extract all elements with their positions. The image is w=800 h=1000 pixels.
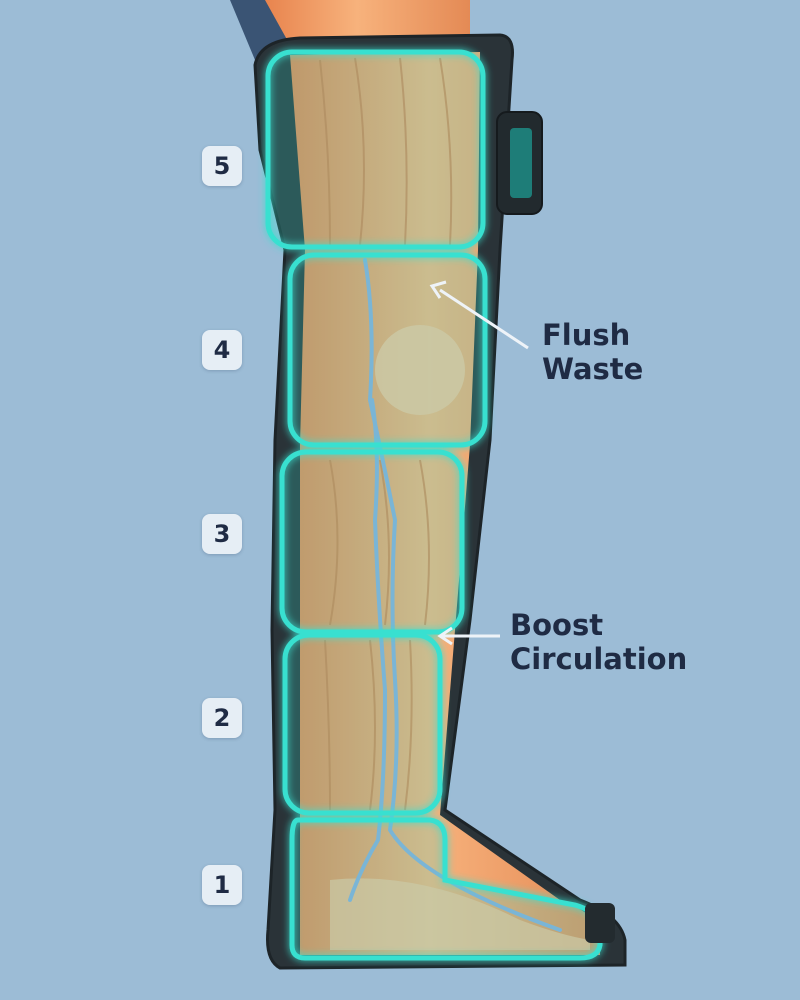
- zone-badge-4: 4: [202, 330, 242, 370]
- chamber-4: [287, 252, 488, 448]
- arrow-pointer-icon: [437, 626, 500, 646]
- callout-boost-line2: Circulation: [510, 642, 688, 676]
- chamber-2: [282, 632, 443, 816]
- controller-unit-icon: [496, 111, 543, 215]
- arrow-pointer-icon: [429, 280, 529, 350]
- toe-strap: [585, 903, 615, 943]
- callout-flush-waste: Flush Waste: [542, 318, 643, 386]
- thigh-top-shape: [265, 0, 470, 45]
- zone-badge-2: 2: [202, 698, 242, 738]
- zone-badge-5: 5: [202, 146, 242, 186]
- chamber-1: [289, 817, 603, 961]
- zone-badge-3: 3: [202, 514, 242, 554]
- chamber-5: [265, 49, 486, 250]
- zone-badge-1: 1: [202, 865, 242, 905]
- chamber-3: [279, 449, 465, 635]
- callout-flush-line2: Waste: [542, 352, 644, 386]
- callout-boost-circulation: Boost Circulation: [510, 608, 687, 676]
- chamber-outlines: [265, 49, 603, 961]
- callout-flush-line1: Flush: [542, 318, 631, 352]
- callout-boost-line1: Boost: [510, 608, 604, 642]
